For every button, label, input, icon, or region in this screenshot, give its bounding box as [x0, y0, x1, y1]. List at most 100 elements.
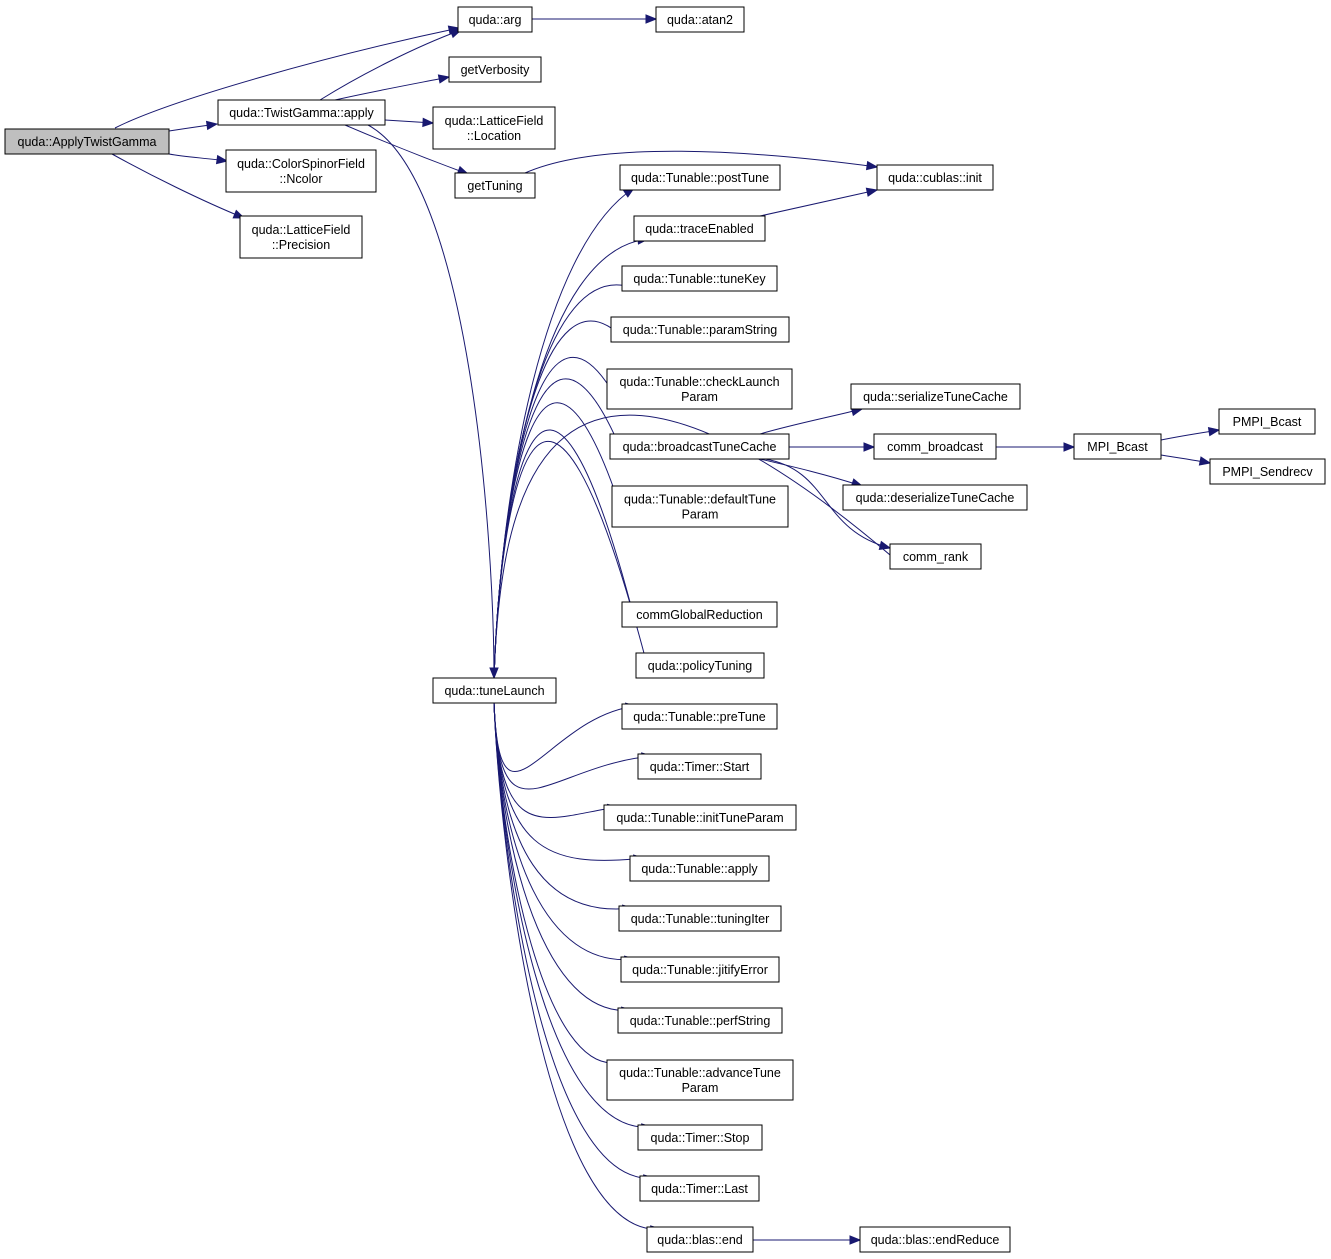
node-label: PMPI_Sendrecv	[1222, 465, 1313, 479]
node-trace-enabled[interactable]: quda::traceEnabled	[633, 215, 766, 242]
node-box	[639, 1175, 760, 1202]
node-jitify-error[interactable]: quda::Tunable::jitifyError	[620, 956, 780, 983]
node-latticefield-precision[interactable]: quda::LatticeField::Precision	[239, 215, 363, 259]
node-get-tuning[interactable]: getTuning	[454, 172, 536, 199]
edge-line	[334, 76, 450, 101]
node-latticefield-location[interactable]: quda::LatticeField::Location	[432, 106, 556, 150]
node-label: quda::TwistGamma::apply	[229, 106, 374, 120]
node-box	[633, 215, 766, 242]
edge-line	[493, 402, 627, 679]
edge-trace_enabled-to-cublas_init	[759, 187, 879, 217]
node-label: MPI_Bcast	[1087, 440, 1148, 454]
node-box	[635, 652, 765, 679]
node-policy-tuning[interactable]: quda::policyTuning	[635, 652, 765, 679]
function-nodes: quda::ApplyTwistGamma quda::arg quda::atan…	[4, 6, 1326, 1253]
node-box	[618, 905, 782, 932]
node-box	[619, 164, 781, 191]
node-param-string[interactable]: quda::Tunable::paramString	[610, 316, 790, 343]
arrowhead-icon	[849, 1235, 862, 1245]
node-label: quda::broadcastTuneCache	[623, 440, 777, 454]
node-box	[620, 956, 780, 983]
edge-line	[524, 150, 878, 174]
node-label: quda::Tunable::preTune	[633, 710, 766, 724]
node-box	[609, 433, 790, 460]
node-perf-string[interactable]: quda::Tunable::perfString	[617, 1007, 783, 1034]
node-box	[432, 106, 556, 150]
node-label: quda::Tunable::initTuneParam	[616, 811, 783, 825]
edge-line	[493, 378, 625, 679]
node-box	[889, 543, 982, 570]
node-label: quda::policyTuning	[648, 659, 753, 673]
node-box	[842, 484, 1028, 511]
node-label: quda::Timer::Stop	[651, 1131, 750, 1145]
node-label: quda::Tunable::tuningIter	[631, 912, 770, 926]
edge-line	[493, 702, 662, 1230]
node-label: quda::blas::end	[657, 1233, 743, 1247]
node-pmpi-sendrecv[interactable]: PMPI_Sendrecv	[1209, 458, 1326, 485]
edge-line	[493, 702, 633, 1011]
node-arg[interactable]: quda::arg	[457, 6, 533, 33]
node-timer-start[interactable]: quda::Timer::Start	[637, 753, 762, 780]
node-comm-global-reduction[interactable]: commGlobalReduction	[621, 601, 778, 628]
edge-line	[759, 189, 878, 217]
node-box	[448, 56, 542, 83]
node-init-tune-param[interactable]: quda::Tunable::initTuneParam	[603, 804, 797, 831]
edge-broadcast_tune_cache-to-comm_rank	[764, 458, 892, 550]
node-get-verbosity[interactable]: getVerbosity	[448, 56, 542, 83]
node-broadcast-tune-cache[interactable]: quda::broadcastTuneCache	[609, 433, 790, 460]
node-tune-launch[interactable]: quda::tuneLaunch	[432, 677, 557, 704]
node-timer-last[interactable]: quda::Timer::Last	[639, 1175, 760, 1202]
node-label: Param	[682, 1081, 719, 1095]
node-box	[606, 1059, 794, 1101]
arrowhead-icon	[1207, 426, 1221, 437]
edge-line	[114, 27, 460, 129]
node-label: quda::Tunable::checkLaunch	[619, 375, 779, 389]
node-timer-stop[interactable]: quda::Timer::Stop	[637, 1124, 763, 1151]
node-deserialize-tune-cache[interactable]: quda::deserializeTuneCache	[842, 484, 1028, 511]
node-tunable-apply[interactable]: quda::Tunable::apply	[629, 855, 770, 882]
node-box	[611, 485, 789, 528]
node-tune-key[interactable]: quda::Tunable::tuneKey	[621, 265, 778, 292]
node-tuning-iter[interactable]: quda::Tunable::tuningIter	[618, 905, 782, 932]
edge-tune_launch-to-perf_string	[493, 702, 634, 1016]
edge-get_tuning-to-cublas_init	[524, 150, 879, 174]
node-label: comm_broadcast	[887, 440, 983, 454]
node-label: Param	[682, 508, 719, 522]
node-serialize-tune-cache[interactable]: quda::serializeTuneCache	[850, 383, 1021, 410]
node-comm-broadcast[interactable]: comm_broadcast	[873, 433, 997, 460]
node-label: quda::arg	[469, 13, 522, 27]
node-label: quda::Tunable::jitifyError	[632, 963, 768, 977]
node-apply-twist-gamma[interactable]: quda::ApplyTwistGamma	[4, 128, 170, 155]
node-label: quda::Tunable::postTune	[631, 171, 769, 185]
node-atan2[interactable]: quda::atan2	[655, 6, 745, 33]
node-box	[850, 383, 1021, 410]
node-mpi-bcast[interactable]: MPI_Bcast	[1073, 433, 1162, 460]
edge-mpi_bcast-to-pmpi_sendrecv	[1160, 454, 1212, 466]
edge-tune_launch-to-pre_tune	[493, 702, 638, 773]
node-box	[1073, 433, 1162, 460]
node-label: Param	[681, 390, 718, 404]
node-box	[454, 172, 536, 199]
node-box	[637, 1124, 763, 1151]
node-pmpi-bcast[interactable]: PMPI_Bcast	[1218, 408, 1316, 435]
node-label: quda::blas::endReduce	[871, 1233, 1000, 1247]
arrowhead-icon	[878, 540, 892, 550]
node-blas-end[interactable]: quda::blas::end	[646, 1226, 754, 1253]
arrowhead-icon	[865, 187, 879, 197]
node-twistgamma-apply[interactable]: quda::TwistGamma::apply	[217, 99, 386, 126]
node-blas-end-reduce[interactable]: quda::blas::endReduce	[859, 1226, 1011, 1253]
edge-tune_launch-to-init_tune_param	[493, 702, 620, 818]
edge-line	[111, 153, 245, 219]
node-post-tune[interactable]: quda::Tunable::postTune	[619, 164, 781, 191]
node-label: quda::Tunable::tuneKey	[633, 272, 766, 286]
edge-twistgamma_apply-to-latticefield_location	[384, 117, 435, 128]
node-pre-tune[interactable]: quda::Tunable::preTune	[621, 703, 778, 730]
node-box	[621, 601, 778, 628]
node-comm-rank[interactable]: comm_rank	[889, 543, 982, 570]
node-cublas-init[interactable]: quda::cublas::init	[876, 164, 994, 191]
node-colorspinor-ncolor[interactable]: quda::ColorSpinorField::Ncolor	[225, 149, 377, 193]
edge-tune_launch-to-policy_tuning	[493, 440, 652, 679]
